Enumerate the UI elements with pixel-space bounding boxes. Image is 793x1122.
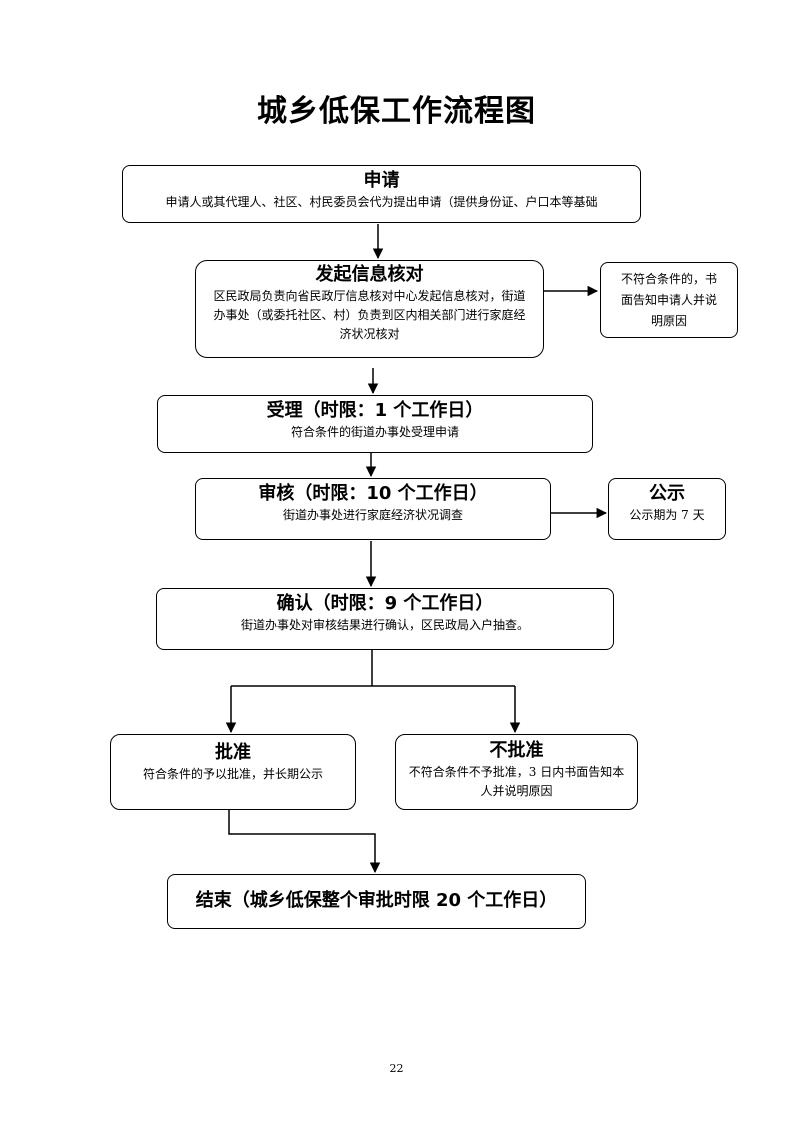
step-approve: 批准 符合条件的予以批准，并长期公示: [110, 734, 356, 810]
step-accept-text: 符合条件的街道办事处受理申请: [290, 425, 459, 439]
step-verify-heading: 发起信息核对: [315, 264, 424, 285]
step-apply-heading: 申请: [363, 170, 400, 191]
step-reject-notice-text: 不符合条件的，书面告知申请人并说明原因: [620, 272, 717, 328]
step-verify-text: 区民政局负责向省民政厅信息核对中心发起信息核对，街道办事处（或委托社区、村）负责…: [213, 289, 526, 341]
step-end-label: 结束（城乡低保整个审批时限 20 个工作日）: [195, 890, 558, 911]
step-review: 审核（时限：10 个工作日） 街道办事处进行家庭经济状况调查: [195, 478, 551, 540]
step-confirm-heading: 确认（时限：9 个工作日）: [276, 593, 494, 614]
step-publicize: 公示 公示期为 7 天: [608, 478, 726, 540]
step-deny-heading: 不批准: [489, 740, 544, 761]
arrow-approve-to-end: [228, 810, 381, 874]
step-accept-heading: 受理（时限：1 个工作日）: [266, 400, 484, 421]
page-title: 城乡低保工作流程图: [257, 94, 536, 129]
step-deny-text: 不符合条件不予批准，3 日内书面告知本人并说明原因: [408, 765, 625, 798]
step-approve-heading: 批准: [215, 742, 251, 763]
step-confirm: 确认（时限：9 个工作日） 街道办事处对审核结果进行确认，区民政局入户抽查。: [156, 588, 614, 650]
step-review-text: 街道办事处进行家庭经济状况调查: [282, 508, 463, 522]
page-number: 22: [389, 1062, 404, 1075]
step-publicize-text: 公示期为 7 天: [629, 508, 705, 522]
step-confirm-text: 街道办事处对审核结果进行确认，区民政局入户抽查。: [240, 618, 529, 632]
step-apply-text: 申请人或其代理人、社区、村民委员会代为提出申请（提供身份证、户口本等基础: [165, 195, 598, 209]
step-reject-notice: 不符合条件的，书面告知申请人并说明原因: [600, 262, 738, 338]
step-end: 结束（城乡低保整个审批时限 20 个工作日）: [167, 874, 586, 929]
step-accept: 受理（时限：1 个工作日） 符合条件的街道办事处受理申请: [157, 395, 593, 453]
step-apply: 申请 申请人或其代理人、社区、村民委员会代为提出申请（提供身份证、户口本等基础: [122, 165, 641, 223]
step-review-heading: 审核（时限：10 个工作日）: [258, 483, 488, 504]
step-deny: 不批准 不符合条件不予批准，3 日内书面告知本人并说明原因: [395, 734, 638, 810]
step-publicize-heading: 公示: [649, 483, 685, 504]
step-approve-text: 符合条件的予以批准，并长期公示: [142, 767, 323, 781]
step-verify: 发起信息核对 区民政局负责向省民政厅信息核对中心发起信息核对，街道办事处（或委托…: [195, 260, 544, 358]
